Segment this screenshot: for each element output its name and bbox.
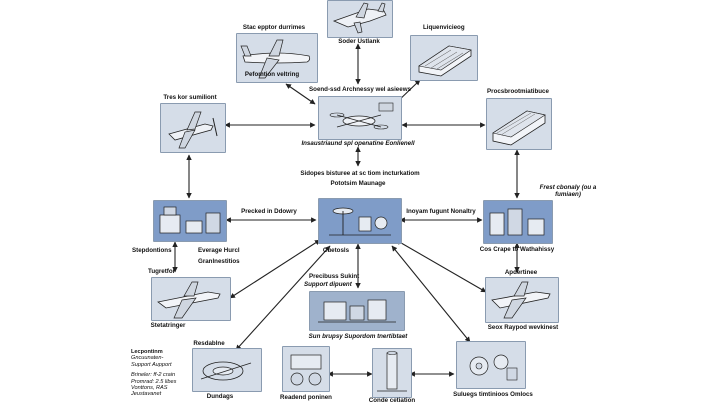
node-second[interactable] bbox=[318, 96, 402, 140]
label-suluegs: Suluegs timtinioos Omlocs bbox=[453, 391, 533, 398]
label-stepdontions: Stepdontions bbox=[132, 247, 172, 254]
node-proce[interactable] bbox=[486, 98, 552, 150]
label-stac: Stac epptor durrimes bbox=[242, 24, 306, 31]
train-icon bbox=[418, 45, 472, 77]
small-plane-icon bbox=[157, 281, 221, 319]
node-resdabine[interactable] bbox=[192, 348, 262, 392]
label-cuetosis: Cuetosls bbox=[322, 247, 350, 254]
note-brineler: Brineler: ff-2 crain bbox=[131, 372, 176, 379]
notes-block: Lecpontinm Gncuunaten- Support Aupport B… bbox=[131, 349, 176, 398]
label-graninestitios: Granlnestitios bbox=[198, 258, 240, 265]
note-support-aupport: Support Aupport bbox=[131, 361, 172, 368]
label-readend: Readend poninen bbox=[280, 394, 332, 401]
node-stac[interactable] bbox=[236, 33, 318, 83]
label-precibus: Precibuss Sukint bbox=[309, 273, 360, 280]
node-conde[interactable] bbox=[372, 348, 412, 398]
node-tres[interactable] bbox=[160, 103, 226, 153]
link-center-suluegs bbox=[391, 245, 471, 343]
platform-icon bbox=[329, 207, 391, 236]
node-top-plane[interactable] bbox=[327, 0, 393, 38]
node-sun-bruypy[interactable] bbox=[309, 291, 405, 331]
label-apdertinee: Apdertinee bbox=[504, 269, 538, 276]
label-dundags: Dundags bbox=[206, 393, 234, 400]
label-frest: Frest cbonaly (ou a fumiaen) bbox=[539, 184, 597, 198]
machinery-icon bbox=[159, 206, 221, 234]
note-lecpontinm: Lecpontinm bbox=[131, 349, 163, 355]
node-apdertinee[interactable] bbox=[485, 277, 559, 323]
label-second: Soend-ssd Archnessy wel asieews bbox=[309, 86, 411, 93]
node-tugretfor[interactable] bbox=[151, 277, 231, 321]
label-resdabine: Resdablne bbox=[193, 340, 225, 347]
label-cos-crape: Cos Crape to Wathahissy bbox=[479, 246, 555, 253]
gear-icon bbox=[469, 354, 518, 381]
label-tugretfor: Tugretfor bbox=[148, 268, 176, 275]
node-stepdontions[interactable] bbox=[153, 200, 227, 242]
label-pefomtion: Pefomtion veltring bbox=[244, 71, 300, 78]
turbine-icon bbox=[200, 361, 252, 381]
label-proce: Procsbrootmiatibuce bbox=[487, 88, 549, 95]
node-suluegs[interactable] bbox=[456, 341, 526, 389]
label-stetatinger: Stetatringer bbox=[150, 322, 186, 329]
label-sidopes: Sidopes bisturee at sc tiom incturkatiom bbox=[300, 170, 420, 177]
label-tres: Tres kor sumiliont bbox=[163, 94, 217, 101]
note-arustavanet: Jeustavanet bbox=[131, 391, 162, 398]
label-precked: Precked in Ddowry bbox=[241, 208, 297, 215]
label-conde: Conde cetiation bbox=[368, 397, 416, 404]
column-icon bbox=[377, 351, 407, 392]
label-liquenvicieog: Liquenvicieog bbox=[423, 24, 465, 31]
drone-icon bbox=[329, 102, 394, 130]
note-promrad: Promrad: 2.5 libes bbox=[131, 378, 177, 385]
airplane-icon bbox=[332, 2, 387, 34]
label-pototsim: Pototsim Maunage bbox=[330, 180, 386, 187]
label-everage: Everage Hurcl bbox=[198, 247, 240, 254]
label-seox: Seox Raypod wevkinest bbox=[487, 324, 559, 331]
link-stac-second bbox=[285, 83, 316, 105]
note-vonttons: Vonttons, RAS bbox=[131, 385, 168, 392]
roller-icon bbox=[290, 354, 322, 386]
link-center-resdab bbox=[235, 245, 331, 351]
label-sun-bruypy: Sun brupsy Supordom tnertibtaet bbox=[308, 333, 408, 340]
airliner-icon bbox=[240, 39, 311, 79]
container-icon bbox=[489, 208, 545, 236]
propeller-plane-icon bbox=[168, 111, 218, 149]
label-support: Support dipuent bbox=[304, 281, 352, 288]
label-center-top-caption: Insaustriaund spl openatine Eonlienell bbox=[301, 140, 415, 147]
node-center[interactable] bbox=[318, 198, 402, 244]
link-center-tug bbox=[229, 239, 321, 299]
label-top-plane: Soder Ustlank bbox=[338, 38, 380, 45]
locomotive-icon bbox=[492, 110, 546, 146]
machine-icon bbox=[318, 299, 396, 323]
node-cos-crape[interactable] bbox=[483, 200, 553, 244]
airplane-icon bbox=[491, 281, 551, 319]
node-readend[interactable] bbox=[282, 346, 330, 392]
label-inoyam: Inoyam fugunt Nonaltry bbox=[406, 208, 476, 215]
note-gncuunaten: Gncuunaten- bbox=[131, 355, 164, 362]
link-center-apder bbox=[395, 239, 487, 293]
node-liquenvicieog[interactable] bbox=[410, 35, 478, 81]
